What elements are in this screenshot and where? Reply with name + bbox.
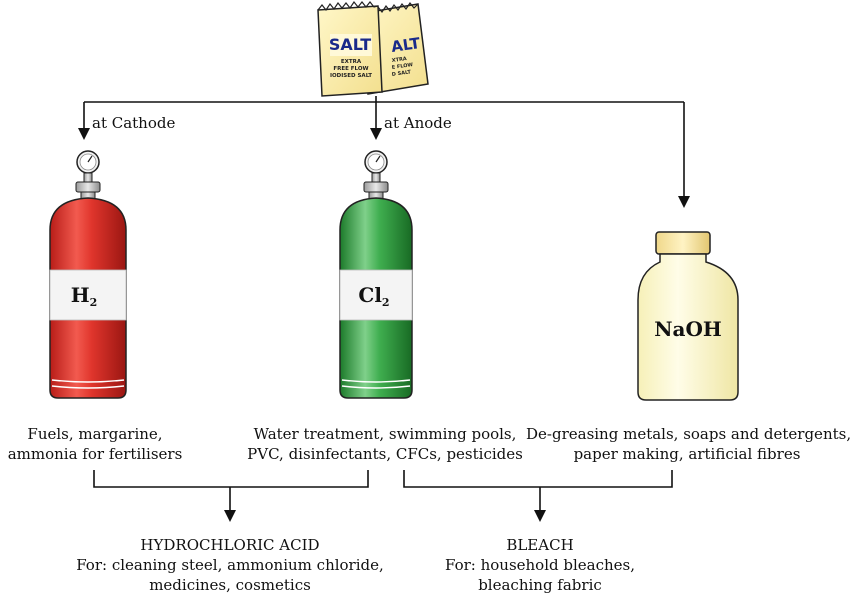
naoh-uses: De-greasing metals, soaps and detergents…: [526, 424, 850, 464]
h2-uses-line1: Fuels, margarine,: [27, 425, 163, 443]
bleach-block: BLEACH For: household bleaches, bleachin…: [420, 535, 660, 595]
h2-uses-line2: ammonia for fertilisers: [7, 445, 183, 463]
h2-cylinder: H2: [49, 150, 127, 399]
salt-packets: ALT XTRA E FLOW D SALT SALT EXTRA FREE F…: [317, 0, 429, 97]
naoh-uses-line2: paper making, artificial fibres: [573, 445, 801, 463]
salt-line2: FREE FLOW: [333, 66, 368, 72]
hcl-block: HYDROCHLORIC ACID For: cleaning steel, a…: [60, 535, 400, 595]
svg-text:Cl2: Cl2: [358, 283, 389, 309]
svg-text:H2: H2: [71, 283, 98, 309]
cl2-subscript: 2: [382, 296, 390, 309]
bottom-arrowheads: [224, 510, 546, 522]
hcl-title: HYDROCHLORIC ACID: [140, 536, 320, 554]
salt-brand: SALT: [329, 35, 371, 54]
h2-subscript: 2: [90, 296, 98, 309]
salt-back-line3: D SALT: [391, 69, 411, 78]
salt-line1: EXTRA: [341, 59, 362, 65]
salt-back-line2: E FLOW: [391, 62, 413, 71]
cl2-uses-line1: Water treatment, swimming pools,: [253, 425, 517, 443]
arrowheads: [78, 128, 690, 208]
bleach-uses-line1: For: household bleaches,: [444, 556, 636, 574]
arrowhead-hcl: [224, 510, 236, 522]
hcl-uses-line2: medicines, cosmetics: [149, 576, 311, 594]
salt-brand-back: ALT: [390, 34, 422, 56]
arrowhead-naoh: [678, 196, 690, 208]
cl2-symbol: Cl: [358, 283, 382, 307]
arrowhead-anode: [370, 128, 382, 140]
arrowhead-bleach: [534, 510, 546, 522]
cl2-uses: Water treatment, swimming pools, PVC, di…: [240, 424, 530, 464]
distribution-arrows: [83, 96, 685, 196]
salt-back-line1: XTRA: [391, 56, 407, 64]
bottom-connectors: [93, 470, 673, 510]
h2-uses: Fuels, margarine, ammonia for fertiliser…: [0, 424, 190, 464]
arrowhead-cathode: [78, 128, 90, 140]
naoh-uses-line1: De-greasing metals, soaps and detergents…: [526, 425, 850, 443]
bleach-title: BLEACH: [506, 536, 574, 554]
anode-label: at Anode: [384, 114, 452, 132]
naoh-label: NaOH: [654, 317, 722, 341]
bleach-uses-line2: bleaching fabric: [478, 576, 602, 594]
cl2-uses-line2: PVC, disinfectants, CFCs, pesticides: [247, 445, 523, 463]
h2-symbol: H: [71, 283, 90, 307]
salt-line3: IODISED SALT: [330, 73, 372, 79]
cl2-cylinder: Cl2: [339, 150, 413, 399]
salt-packet-front: SALT EXTRA FREE FLOW IODISED SALT: [317, 0, 383, 97]
cathode-label: at Cathode: [92, 114, 176, 132]
hcl-uses-line1: For: cleaning steel, ammonium chloride,: [76, 556, 384, 574]
naoh-bottle: NaOH: [637, 231, 739, 401]
